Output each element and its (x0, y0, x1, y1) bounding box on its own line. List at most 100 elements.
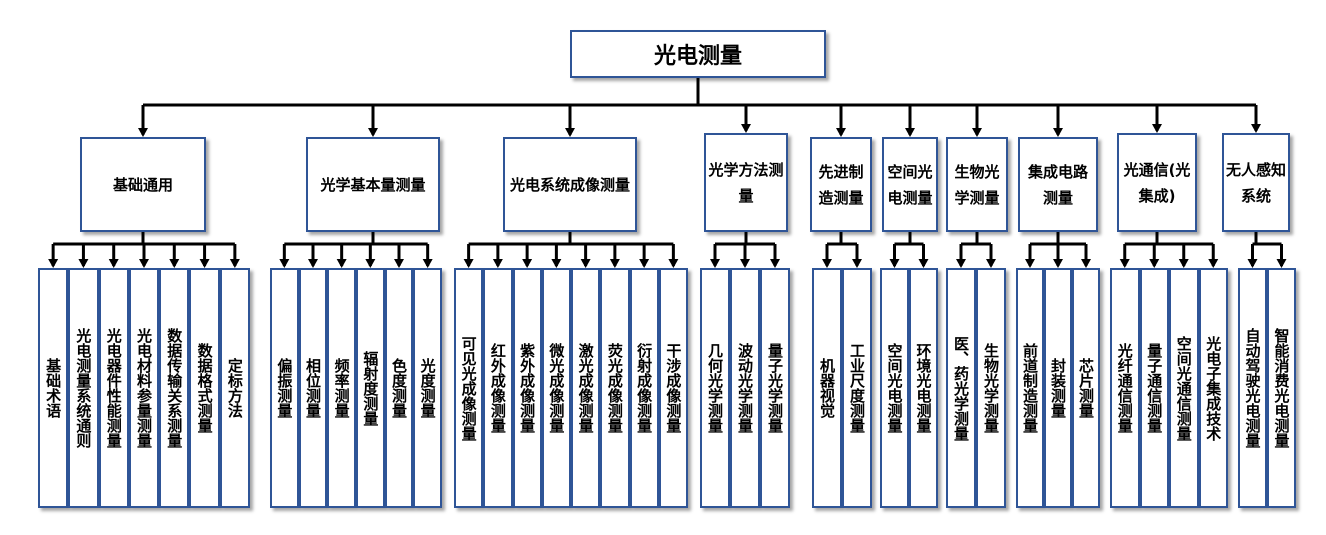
leaf-label: 智能消费光电测量 (1272, 328, 1291, 448)
category-label: 光学基本量测量 (320, 175, 426, 194)
leaf-label: 光电子集成技术 (1204, 335, 1223, 441)
leaf-label: 红外成像测量 (488, 343, 507, 433)
leaf-node: 微光成像测量 (541, 268, 571, 508)
leaf-node: 可见光成像测量 (454, 268, 484, 508)
leaf-node: 智能消费光电测量 (1267, 268, 1296, 508)
leaf-node: 波动光学测量 (730, 268, 760, 508)
leaf-label: 量子通信测量 (1145, 343, 1164, 433)
category-node: 光电系统成像测量 (503, 137, 637, 232)
leaf-label: 生物光学测量 (982, 343, 1000, 433)
leaf-node: 辐射度测量 (356, 268, 385, 508)
leaf-node: 紫外成像测量 (512, 268, 542, 508)
category-label: 光通信(光集成) (1123, 160, 1191, 205)
leaf-node: 相位测量 (298, 268, 328, 508)
leaf-node: 光电材料参量测量 (128, 268, 160, 508)
leaf-label: 自动驾驶光电测量 (1243, 328, 1262, 448)
leaf-node: 医、药光学测量 (946, 268, 976, 508)
leaf-node: 数据格式测量 (189, 268, 220, 508)
leaf-label: 激光成像测量 (576, 343, 595, 433)
leaf-label: 荧光成像测量 (605, 343, 624, 433)
leaf-label: 机器视觉 (818, 358, 836, 418)
category-label: 光学方法测量 (708, 160, 784, 205)
leaf-node: 荧光成像测量 (600, 268, 630, 508)
leaf-label: 医、药光学测量 (952, 335, 970, 441)
leaf-label: 波动光学测量 (736, 343, 754, 433)
leaf-node: 环境光电测量 (909, 268, 938, 508)
category-label: 先进制造测量 (818, 162, 864, 207)
leaf-node: 封装测量 (1044, 268, 1072, 508)
leaf-node: 光纤通信测量 (1110, 268, 1140, 508)
category-node: 光学基本量测量 (306, 137, 440, 232)
leaf-label: 频率测量 (332, 358, 351, 418)
leaf-label: 数据传输关系测量 (165, 328, 184, 448)
leaf-node: 工业尺度测量 (842, 268, 872, 508)
leaf-label: 光电器件性能测量 (104, 328, 123, 448)
leaf-label: 环境光电测量 (914, 343, 933, 433)
leaf-node: 衍射成像测量 (629, 268, 659, 508)
category-label: 集成电路测量 (1027, 162, 1088, 207)
leaf-node: 芯片测量 (1072, 268, 1100, 508)
leaf-node: 机器视觉 (812, 268, 842, 508)
leaf-node: 量子通信测量 (1139, 268, 1169, 508)
leaf-node: 光度测量 (413, 268, 442, 508)
leaf-node: 频率测量 (327, 268, 356, 508)
category-label: 生物光学测量 (954, 162, 1000, 207)
leaf-node: 光电子集成技术 (1198, 268, 1228, 508)
leaf-node: 光电器件性能测量 (98, 268, 129, 508)
leaf-label: 量子光学测量 (766, 343, 784, 433)
leaf-label: 微光成像测量 (547, 343, 566, 433)
leaf-node: 偏振测量 (270, 268, 299, 508)
category-node: 光学方法测量 (704, 133, 788, 232)
leaf-label: 相位测量 (303, 358, 322, 418)
leaf-label: 可见光成像测量 (459, 335, 478, 441)
category-label: 基础通用 (112, 175, 173, 194)
leaf-node: 定标方法 (219, 268, 250, 508)
category-label: 无人感知系统 (1226, 160, 1287, 205)
leaf-node: 前道制造测量 (1016, 268, 1044, 508)
leaf-node: 数据传输关系测量 (159, 268, 190, 508)
leaf-label: 干涉成像测量 (664, 343, 683, 433)
root-node: 光电测量 (570, 30, 826, 78)
leaf-label: 几何光学测量 (706, 343, 724, 433)
leaf-label: 空间光电测量 (885, 343, 904, 433)
category-label: 光电系统成像测量 (509, 175, 630, 194)
leaf-node: 空间光通信测量 (1169, 268, 1199, 508)
leaf-node: 生物光学测量 (976, 268, 1006, 508)
category-node: 集成电路测量 (1018, 137, 1098, 232)
leaf-label: 封装测量 (1049, 358, 1067, 418)
leaf-label: 色度测量 (389, 358, 408, 418)
leaf-label: 前道制造测量 (1021, 343, 1039, 433)
category-node: 基础通用 (80, 137, 206, 232)
leaf-label: 光电材料参量测量 (134, 328, 153, 448)
leaf-node: 量子光学测量 (760, 268, 790, 508)
leaf-node: 几何光学测量 (700, 268, 730, 508)
leaf-node: 空间光电测量 (880, 268, 909, 508)
leaf-label: 芯片测量 (1077, 358, 1095, 418)
leaf-label: 数据格式测量 (195, 343, 214, 433)
leaf-node: 红外成像测量 (483, 268, 513, 508)
leaf-node: 自动驾驶光电测量 (1238, 268, 1267, 508)
leaf-label: 空间光通信测量 (1174, 335, 1193, 441)
category-node: 光通信(光集成) (1117, 133, 1197, 232)
leaf-label: 定标方法 (225, 358, 244, 418)
leaf-label: 辐射度测量 (361, 350, 380, 426)
category-label: 空间光电测量 (887, 162, 933, 207)
leaf-node: 干涉成像测量 (658, 268, 688, 508)
leaf-label: 基础术语 (44, 358, 63, 418)
leaf-label: 偏振测量 (275, 358, 294, 418)
leaf-label: 衍射成像测量 (635, 343, 654, 433)
category-node: 空间光电测量 (882, 137, 938, 232)
leaf-label: 光度测量 (418, 358, 437, 418)
leaf-node: 光电测量系统通则 (68, 268, 99, 508)
category-node: 先进制造测量 (810, 137, 872, 232)
leaf-node: 激光成像测量 (571, 268, 601, 508)
leaf-label: 光电测量系统通则 (74, 328, 93, 448)
leaf-label: 光纤通信测量 (1115, 343, 1134, 433)
leaf-label: 紫外成像测量 (518, 343, 537, 433)
root-label: 光电测量 (653, 44, 742, 69)
leaf-node: 基础术语 (38, 268, 69, 508)
leaf-label: 工业尺度测量 (848, 343, 866, 433)
leaf-node: 色度测量 (384, 268, 414, 508)
